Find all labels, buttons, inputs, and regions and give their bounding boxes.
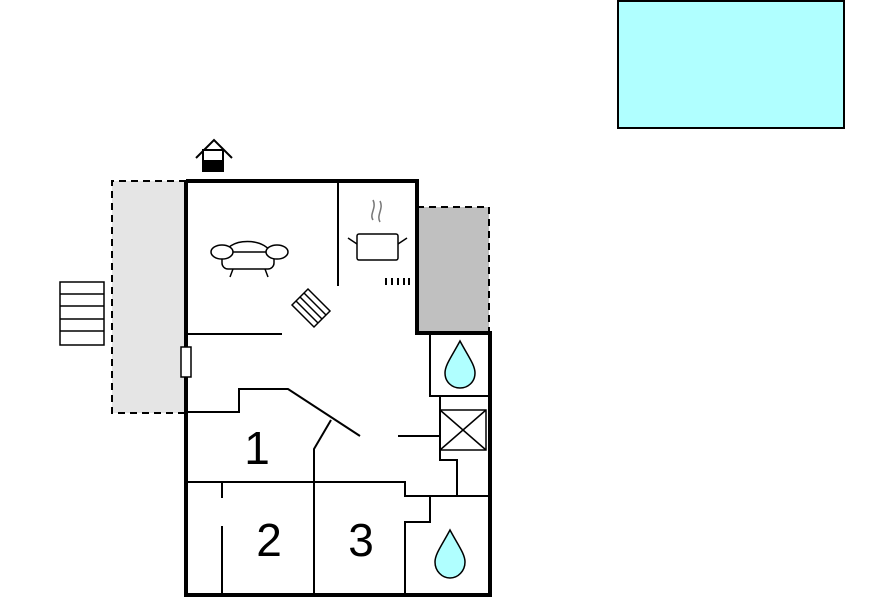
room-label-3: 3	[348, 514, 374, 566]
shower-icon	[439, 409, 487, 451]
door-marker	[180, 346, 192, 378]
staircase-icon	[290, 287, 332, 329]
chimney-icon	[385, 278, 410, 285]
interior-walls	[186, 181, 490, 595]
covered-area-outline	[417, 206, 490, 333]
house-entrance-icon	[195, 138, 233, 172]
room-label-1: 1	[244, 422, 270, 474]
water-drop-icon	[434, 528, 466, 579]
outdoor-steps-icon	[59, 281, 105, 346]
pool	[617, 0, 845, 129]
room-label-2: 2	[256, 514, 282, 566]
water-drop-icon	[444, 339, 476, 389]
covered-area	[417, 207, 489, 333]
terrace-outline	[111, 180, 186, 414]
terrace	[112, 181, 186, 413]
exterior-walls	[184, 179, 492, 597]
sofa-icon	[210, 240, 289, 278]
cooking-pot-icon	[347, 199, 408, 261]
